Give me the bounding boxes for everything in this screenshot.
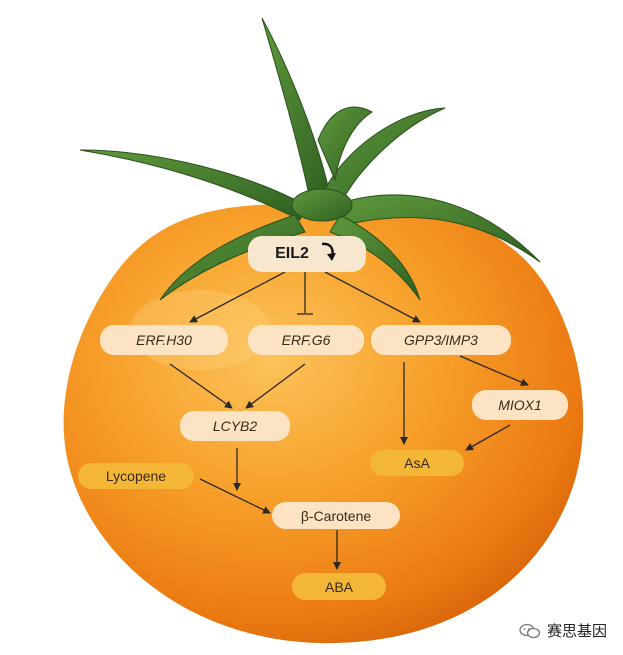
edge-miox1-asa [465, 424, 511, 451]
down-curved-arrow-icon [319, 241, 339, 267]
watermark-text: 赛思基因 [546, 622, 607, 640]
edge-lycopene-betacarotene [199, 478, 271, 514]
node-erf-h30: ERF.H30 [100, 325, 228, 355]
node-beta-carotene: β-Carotene [272, 502, 400, 529]
node-aba: ABA [292, 573, 386, 600]
node-eil2-label: EIL2 [275, 245, 309, 262]
watermark: 赛思基因 [519, 620, 607, 641]
node-erf-h30-label: ERF.H30 [136, 332, 192, 348]
edge-gpp3-miox1 [459, 355, 529, 386]
node-miox1-label: MIOX1 [498, 397, 542, 413]
edge-eil2-erfh30 [189, 271, 286, 323]
tomato-body [63, 203, 584, 644]
edge-erfh30-lcyb2 [169, 363, 233, 409]
node-erf-g6-label: ERF.G6 [281, 332, 331, 348]
node-aba-label: ABA [324, 578, 353, 595]
node-asa: AsA [370, 450, 464, 476]
node-lcyb2-label: LCYB2 [212, 418, 258, 434]
node-gpp3-imp3-label: GPP3/IMP3 [404, 332, 478, 348]
node-lcyb2: LCYB2 [180, 411, 290, 441]
node-erf-g6: ERF.G6 [248, 325, 364, 355]
node-beta-carotene-label: β-Carotene [300, 507, 372, 524]
pathway-edges [169, 271, 529, 570]
node-eil2: EIL2 [248, 236, 366, 272]
node-miox1: MIOX1 [472, 390, 568, 420]
node-gpp3-imp3: GPP3/IMP3 [371, 325, 511, 355]
wechat-icon [519, 623, 541, 638]
node-lycopene: Lycopene [78, 463, 194, 489]
edge-eil2-gpp3 [324, 271, 421, 323]
edge-erfg6-lcyb2 [245, 363, 306, 409]
node-lycopene-label: Lycopene [105, 468, 167, 484]
node-asa-label: AsA [404, 455, 430, 471]
